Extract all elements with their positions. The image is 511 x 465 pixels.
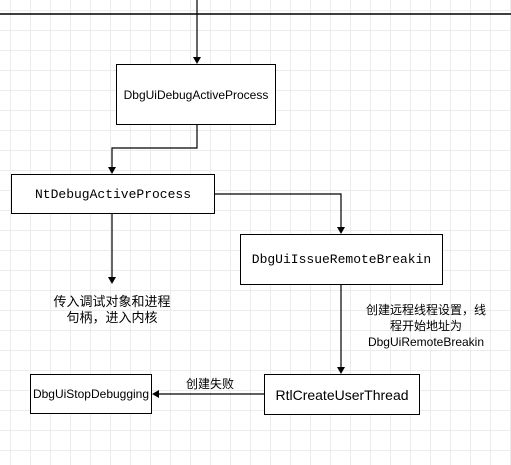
node-rtl-create-user-thread: RtlCreateUserThread xyxy=(264,374,420,415)
node-dbgui-stop-debugging: DbgUiStopDebugging xyxy=(30,374,152,414)
label-pass-debug-object: 传入调试对象和进程 句柄，进入内核 xyxy=(36,294,188,326)
label-create-remote-thread-line2: 程开始地址为 xyxy=(389,319,462,333)
label-create-failed-text: 创建失败 xyxy=(185,377,234,391)
edge-debug-to-nt-arrowhead xyxy=(108,167,116,174)
edge-breakin-to-rtl-arrowhead xyxy=(337,367,345,374)
edge-nt-to-breakin-arrowhead xyxy=(337,227,345,234)
label-create-failed: 创建失败 xyxy=(178,376,242,392)
label-create-remote-thread-line3: DbgUiRemoteBreakin xyxy=(367,335,485,349)
label-create-remote-thread-line1: 创建远程线程设置，线 xyxy=(365,303,486,317)
label-pass-debug-object-line2: 句柄，进入内核 xyxy=(66,310,158,325)
node-nt-debug-active-process-label: NtDebugActiveProcess xyxy=(34,186,192,202)
node-dbgui-issue-remote-breakin-label: DbgUiIssueRemoteBreakin xyxy=(251,252,432,267)
node-dbgui-issue-remote-breakin: DbgUiIssueRemoteBreakin xyxy=(240,234,443,285)
edge-rtl-to-stop-arrowhead xyxy=(152,390,159,398)
edge-entry-arrowhead xyxy=(193,57,201,64)
edge-nt-to-kernel-arrowhead xyxy=(108,277,116,284)
node-nt-debug-active-process: NtDebugActiveProcess xyxy=(11,174,215,214)
node-dbgui-stop-debugging-label: DbgUiStopDebugging xyxy=(32,387,150,401)
edge-debug-to-nt xyxy=(111,125,198,167)
node-dbgui-debug-active-process-label: DbgUiDebugActiveProcess xyxy=(123,87,269,102)
node-rtl-create-user-thread-label: RtlCreateUserThread xyxy=(275,386,409,403)
node-dbgui-debug-active-process: DbgUiDebugActiveProcess xyxy=(116,64,276,125)
edge-nt-to-breakin xyxy=(215,193,342,227)
label-create-remote-thread: 创建远程线程设置，线 程开始地址为 DbgUiRemoteBreakin xyxy=(356,302,496,350)
label-pass-debug-object-line1: 传入调试对象和进程 xyxy=(53,294,171,309)
